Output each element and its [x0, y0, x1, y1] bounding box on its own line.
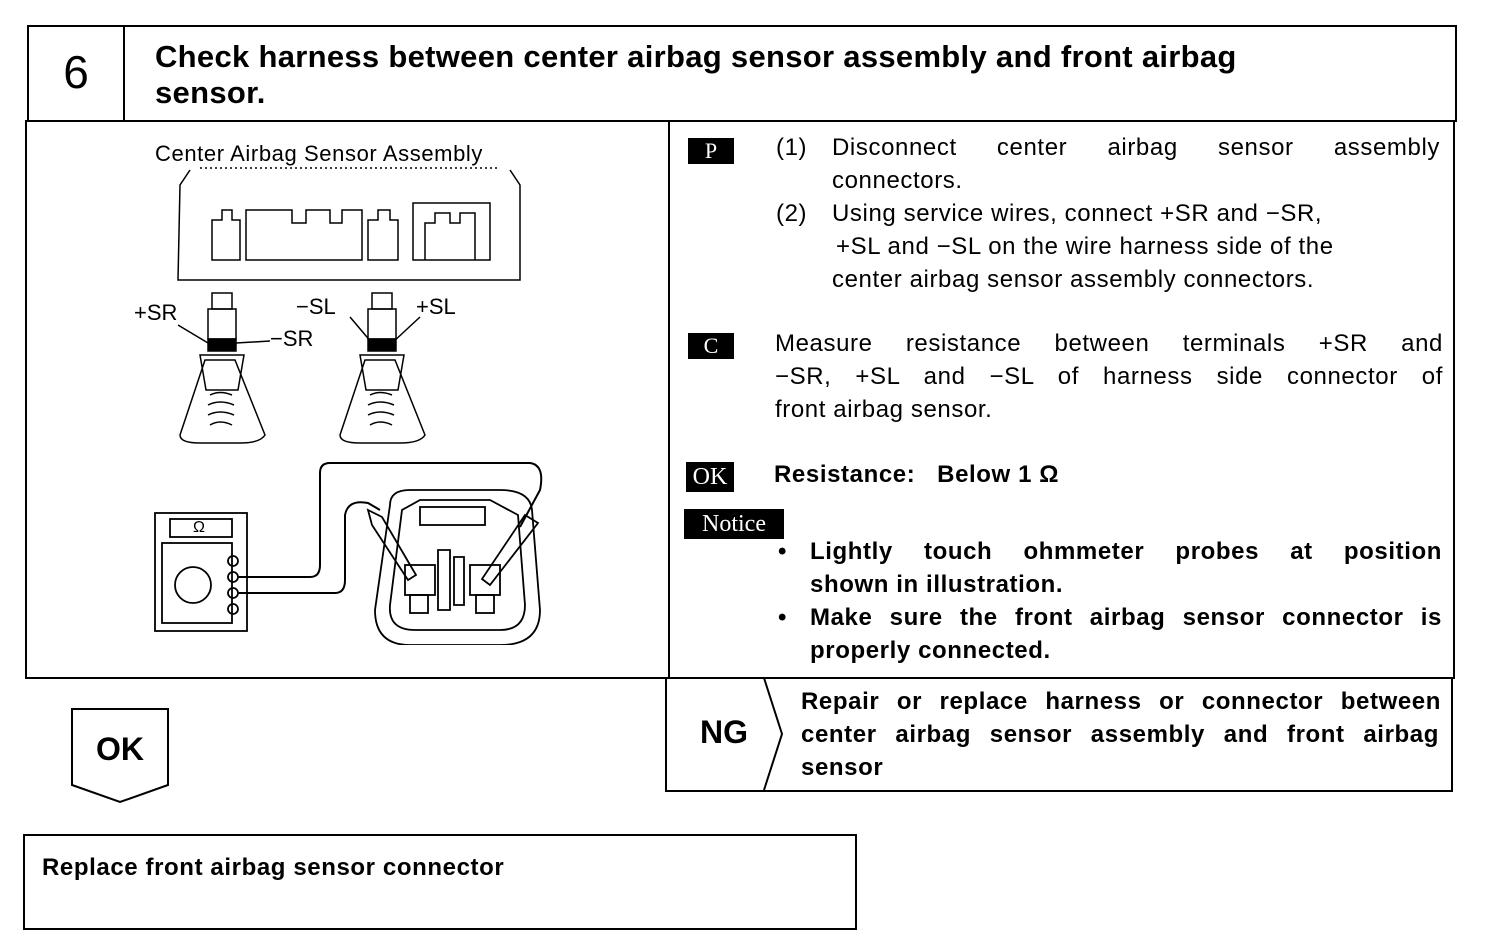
notice1-bullet: • — [778, 538, 788, 565]
step1-line1: Disconnect center airbag sensor assembly — [832, 134, 1440, 161]
ok-resistance-text: Resistance: Below 1 Ω — [774, 461, 1060, 488]
wiring-illustration — [154, 167, 543, 645]
step2-line3: center airbag sensor assembly connectors… — [832, 266, 1315, 293]
label-plus-sr: +SR — [134, 300, 178, 325]
left-harness-connector — [177, 292, 271, 444]
content-divider — [668, 122, 670, 679]
ng-line1: Repair or replace harness or connector b… — [801, 688, 1441, 715]
notice-tag: Notice — [684, 509, 784, 539]
notice2-bullet: • — [778, 604, 788, 631]
step-header: 6 Check harness between center airbag se… — [27, 25, 1457, 122]
procedure-tag: P — [688, 138, 734, 164]
ng-line3: sensor — [801, 754, 884, 781]
step-number: 6 — [63, 46, 89, 98]
check-line3: front airbag sensor. — [775, 396, 993, 423]
step-title-line1: Check harness between center airbag sens… — [155, 39, 1237, 74]
ohmmeter — [154, 512, 248, 632]
label-minus-sr: −SR — [270, 326, 314, 351]
step2-line2: +SL and −SL on the wire harness side of … — [836, 233, 1334, 260]
check-line2: −SR, +SL and −SL of harness side connect… — [775, 363, 1443, 390]
ok-arrow — [71, 708, 169, 804]
ng-label: NG — [700, 714, 748, 750]
ng-box — [665, 677, 1453, 792]
notice2-line1: Make sure the front airbag sensor connec… — [810, 604, 1442, 631]
front-sensor-connector — [366, 489, 541, 645]
step2-line1: Using service wires, connect +SR and −SR… — [832, 200, 1323, 227]
final-action-box — [23, 834, 857, 930]
label-plus-sl: +SL — [416, 294, 456, 319]
step-title-line2: sensor. — [155, 75, 266, 110]
ok-label: OK — [96, 731, 144, 767]
ng-chevron — [763, 678, 784, 790]
probe-leads — [238, 462, 543, 594]
final-action-text: Replace front airbag sensor connector — [42, 854, 505, 881]
step1-number: (1) — [776, 134, 808, 161]
notice1-line1: Lightly touch ohmmeter probes at positio… — [810, 538, 1442, 565]
step2-number: (2) — [776, 200, 808, 227]
ok-tag: OK — [686, 462, 734, 492]
step-number-divider — [123, 27, 125, 120]
assembly-connector — [177, 167, 521, 281]
assembly-label: Center Airbag Sensor Assembly — [155, 141, 483, 166]
notice2-line2: properly connected. — [810, 637, 1051, 664]
step1-line2: connectors. — [832, 167, 963, 194]
notice1-line2: shown in illustration. — [810, 571, 1064, 598]
label-minus-sl: −SL — [296, 294, 336, 319]
check-line1: Measure resistance between terminals +SR… — [775, 330, 1443, 357]
ng-line2: center airbag sensor assembly and front … — [801, 721, 1439, 748]
right-harness-connector — [339, 292, 426, 444]
content-panel — [25, 120, 1455, 679]
meter-ohm-symbol: Ω — [193, 519, 205, 536]
check-tag: C — [688, 333, 734, 359]
